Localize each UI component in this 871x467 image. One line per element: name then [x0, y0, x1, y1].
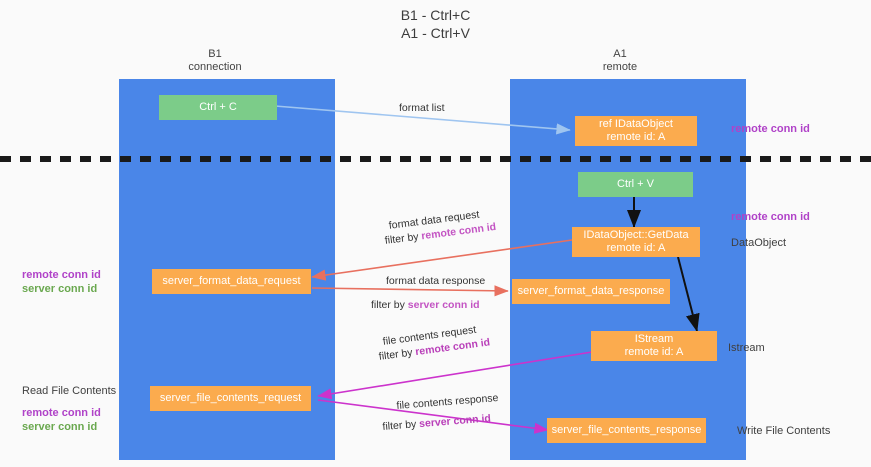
label-format-data-response-filter: filter by server conn id [371, 298, 480, 312]
column-header-a1-name: A1 [613, 48, 627, 60]
label-fdr-filter-prefix: filter by [384, 230, 423, 247]
box-ref-idataobject-line1: ref IDataObject [599, 118, 673, 130]
annotation-read-file-contents: Read File Contents [22, 385, 117, 397]
caption-remote-conn-id-top: remote conn id [731, 123, 810, 135]
column-header-a1: A1 remote [560, 48, 680, 74]
arrow-format-data-response [311, 285, 509, 297]
box-server-format-data-response[interactable]: server_format_data_response [512, 279, 670, 304]
box-getdata-line1: IDataObject::GetData [583, 229, 689, 241]
caption-remote-conn-id-mid: remote conn id [731, 211, 810, 223]
box-server-file-contents-request[interactable]: server_file_contents_request [150, 386, 311, 411]
column-header-b1-name: B1 [208, 48, 222, 60]
label-file-contents-response-filter: filter by server conn id [382, 411, 491, 433]
annotation-mid-left: remote conn id server conn id [22, 268, 101, 296]
box-ctrl-v[interactable]: Ctrl + V [578, 172, 693, 197]
column-header-b1-sub: connection [188, 61, 242, 73]
label-fdres-filter-prefix: filter by [371, 299, 408, 311]
box-ref-idataobject-line2: remote id: A [606, 131, 666, 143]
diagram-title: B1 - Ctrl+C A1 - Ctrl+V [0, 6, 871, 42]
label-fcres-filter-key: server conn id [418, 412, 492, 431]
caption-istream: Istream [728, 342, 765, 354]
box-idataobject-getdata[interactable]: IDataObject::GetData remote id: A [572, 227, 700, 257]
box-ref-idataobject[interactable]: ref IDataObject remote id: A [575, 116, 697, 146]
caption-write-file-contents: Write File Contents [737, 425, 831, 437]
box-ctrl-c[interactable]: Ctrl + C [159, 95, 277, 120]
box-istream-line1: IStream [634, 333, 674, 345]
column-header-a1-sub: remote [602, 61, 638, 73]
annotation-bottom-server-conn-id: server conn id [22, 421, 98, 433]
column-header-b1: B1 connection [155, 48, 275, 74]
annotation-mid-server-conn-id: server conn id [22, 283, 98, 295]
label-file-contents-response: file contents response [396, 391, 499, 412]
label-fcr-filter-prefix: filter by [378, 346, 417, 363]
title-line-1: B1 - Ctrl+C [400, 7, 471, 23]
box-istream[interactable]: IStream remote id: A [591, 331, 717, 361]
box-server-file-contents-response[interactable]: server_file_contents_response [547, 418, 706, 443]
box-server-format-data-request[interactable]: server_format_data_request [152, 269, 311, 294]
label-fcres-filter-prefix: filter by [382, 418, 420, 433]
annotation-bottom-left: Read File Contents remote conn id server… [22, 384, 116, 434]
label-fdres-filter-key: server conn id [407, 299, 480, 311]
annotation-bottom-remote-conn-id: remote conn id [22, 407, 101, 419]
box-getdata-line2: remote id: A [606, 242, 666, 254]
annotation-mid-remote-conn-id: remote conn id [22, 269, 101, 281]
label-format-data-response: format data response [386, 275, 486, 287]
title-line-2: A1 - Ctrl+V [401, 25, 470, 41]
box-istream-line2: remote id: A [624, 346, 684, 358]
label-format-list: format list [399, 102, 445, 114]
caption-dataobject: DataObject [731, 237, 787, 249]
